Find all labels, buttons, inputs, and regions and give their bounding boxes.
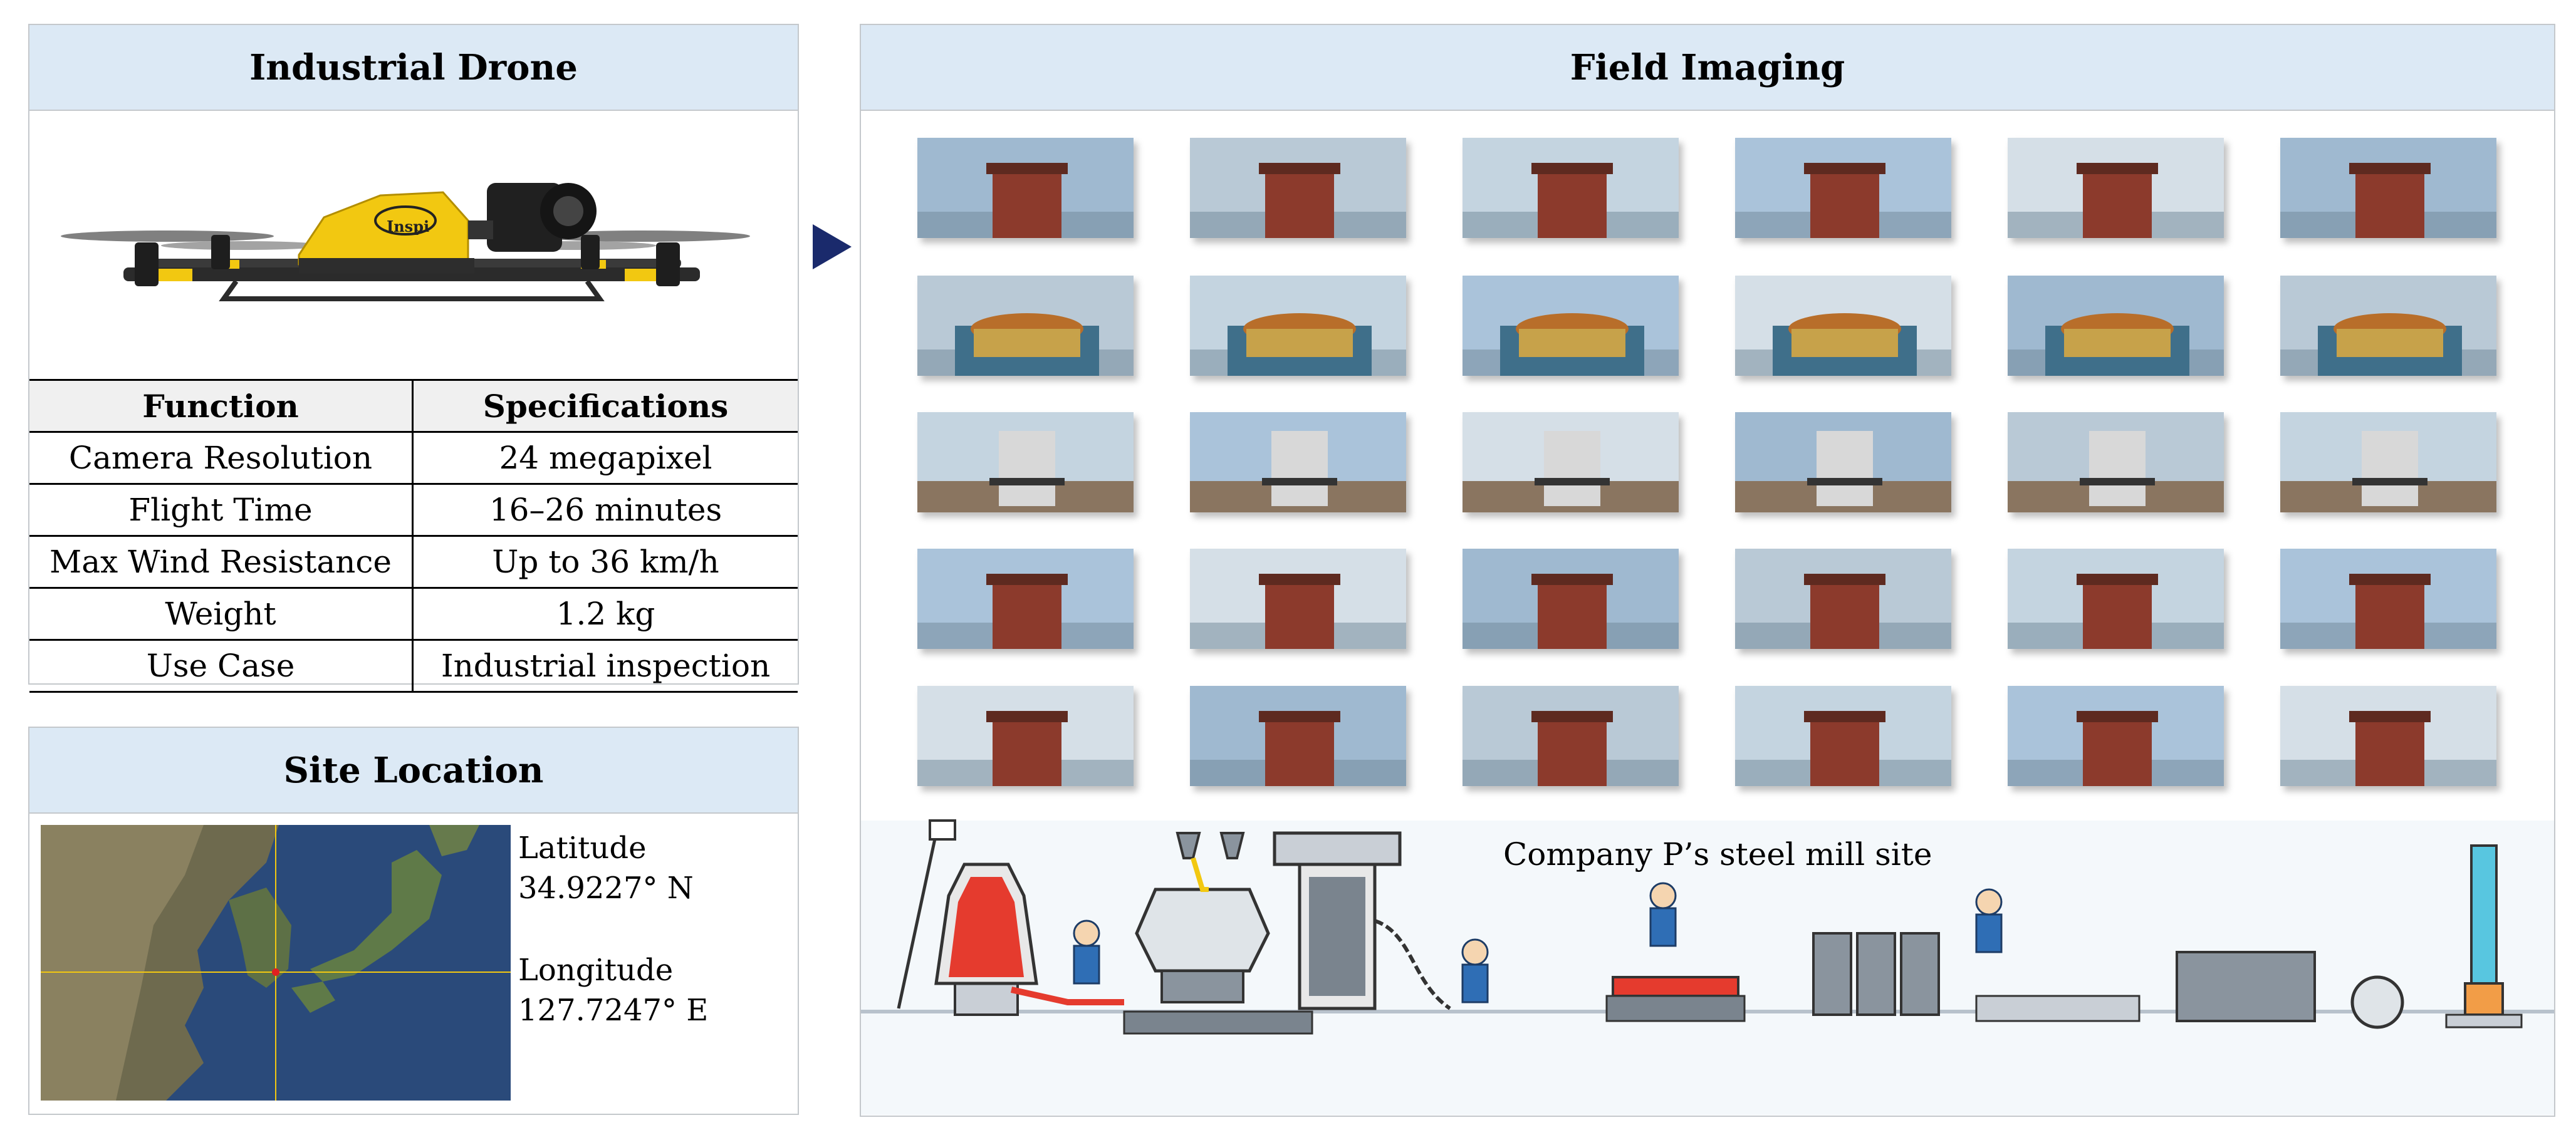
longitude-label: Longitude: [518, 953, 674, 988]
field-image-thumbnail: [1735, 412, 1951, 512]
field-image-thumbnail: [2280, 412, 2496, 512]
field-image-thumbnail: [917, 412, 1134, 512]
field-image-thumbnail: [917, 686, 1134, 786]
field-image-thumbnail: [1735, 138, 1951, 238]
field-image-thumbnail: [917, 138, 1134, 238]
table-cell-function: Camera Resolution: [29, 431, 414, 485]
spec-table: Function Specifications Camera Resolutio…: [29, 379, 798, 693]
site-panel-title: Site Location: [29, 728, 798, 814]
field-image-thumbnail: [1190, 686, 1406, 786]
table-cell-function: Max Wind Resistance: [29, 535, 414, 589]
site-caption: Company P’s steel mill site: [1503, 836, 1932, 873]
table-cell-function: Flight Time: [29, 483, 414, 537]
table-cell-spec: Up to 36 km/h: [412, 535, 798, 589]
field-image-thumbnail: [2008, 138, 2224, 238]
field-image-thumbnail: [2280, 686, 2496, 786]
field-image-thumbnail: [1463, 138, 1679, 238]
table-cell-spec: 24 megapixel: [412, 431, 798, 485]
field-image-thumbnail: [2280, 276, 2496, 376]
field-image-thumbnail: [917, 276, 1134, 376]
table-header-function: Function: [29, 379, 414, 433]
latitude-label: Latitude: [518, 831, 647, 866]
drone-logo: Inspi: [387, 217, 430, 236]
table-row: Weight 1.2 kg: [29, 587, 798, 641]
field-image-thumbnail: [1735, 276, 1951, 376]
drone-panel-title: Industrial Drone: [29, 25, 798, 111]
field-image-thumbnail: [1735, 686, 1951, 786]
spec-table-header-row: Function Specifications: [29, 379, 798, 433]
table-row: Camera Resolution 24 megapixel: [29, 431, 798, 485]
field-image-thumbnail: [1463, 276, 1679, 376]
field-image-thumbnail: [2008, 549, 2224, 649]
field-imaging-panel: Field Imaging: [860, 24, 2555, 1117]
field-image-thumbnail: [2280, 138, 2496, 238]
field-image-thumbnail: [1463, 549, 1679, 649]
field-image-thumbnail: [2008, 276, 2224, 376]
satellite-map: [41, 825, 511, 1101]
table-cell-spec: 1.2 kg: [412, 587, 798, 641]
field-image-thumbnail: [1190, 138, 1406, 238]
field-image-thumbnail: [1735, 549, 1951, 649]
latitude-value: 34.9227° N: [518, 871, 694, 906]
table-header-specifications: Specifications: [412, 379, 798, 433]
table-cell-function: Weight: [29, 587, 414, 641]
field-image-thumbnail: [1190, 549, 1406, 649]
field-image-thumbnail: [1463, 686, 1679, 786]
table-cell-spec: 16–26 minutes: [412, 483, 798, 537]
longitude-value: 127.7247° E: [518, 993, 709, 1028]
field-image-thumbnail: [2008, 412, 2224, 512]
field-image-thumbnail: [917, 549, 1134, 649]
table-row: Use Case Industrial inspection: [29, 639, 798, 693]
field-image-thumbnail: [1190, 276, 1406, 376]
table-cell-spec: Industrial inspection: [412, 639, 798, 693]
field-image-thumbnail: [1463, 412, 1679, 512]
industrial-drone-panel: Industrial Drone: [28, 24, 799, 693]
table-cell-function: Use Case: [29, 639, 414, 693]
field-panel-title: Field Imaging: [861, 25, 2554, 111]
table-row: Max Wind Resistance Up to 36 km/h: [29, 535, 798, 589]
drone-illustration: Inspi: [29, 111, 798, 379]
field-image-thumbnail: [1190, 412, 1406, 512]
field-image-thumbnail: [2280, 549, 2496, 649]
steel-mill-process-illustration: [861, 795, 2554, 1115]
site-location-panel: Site Location Latitude 34.9227° N Longit…: [28, 727, 799, 1115]
field-image-thumbnail: [2008, 686, 2224, 786]
table-row: Flight Time 16–26 minutes: [29, 483, 798, 537]
right-arrow-icon: [813, 224, 852, 269]
